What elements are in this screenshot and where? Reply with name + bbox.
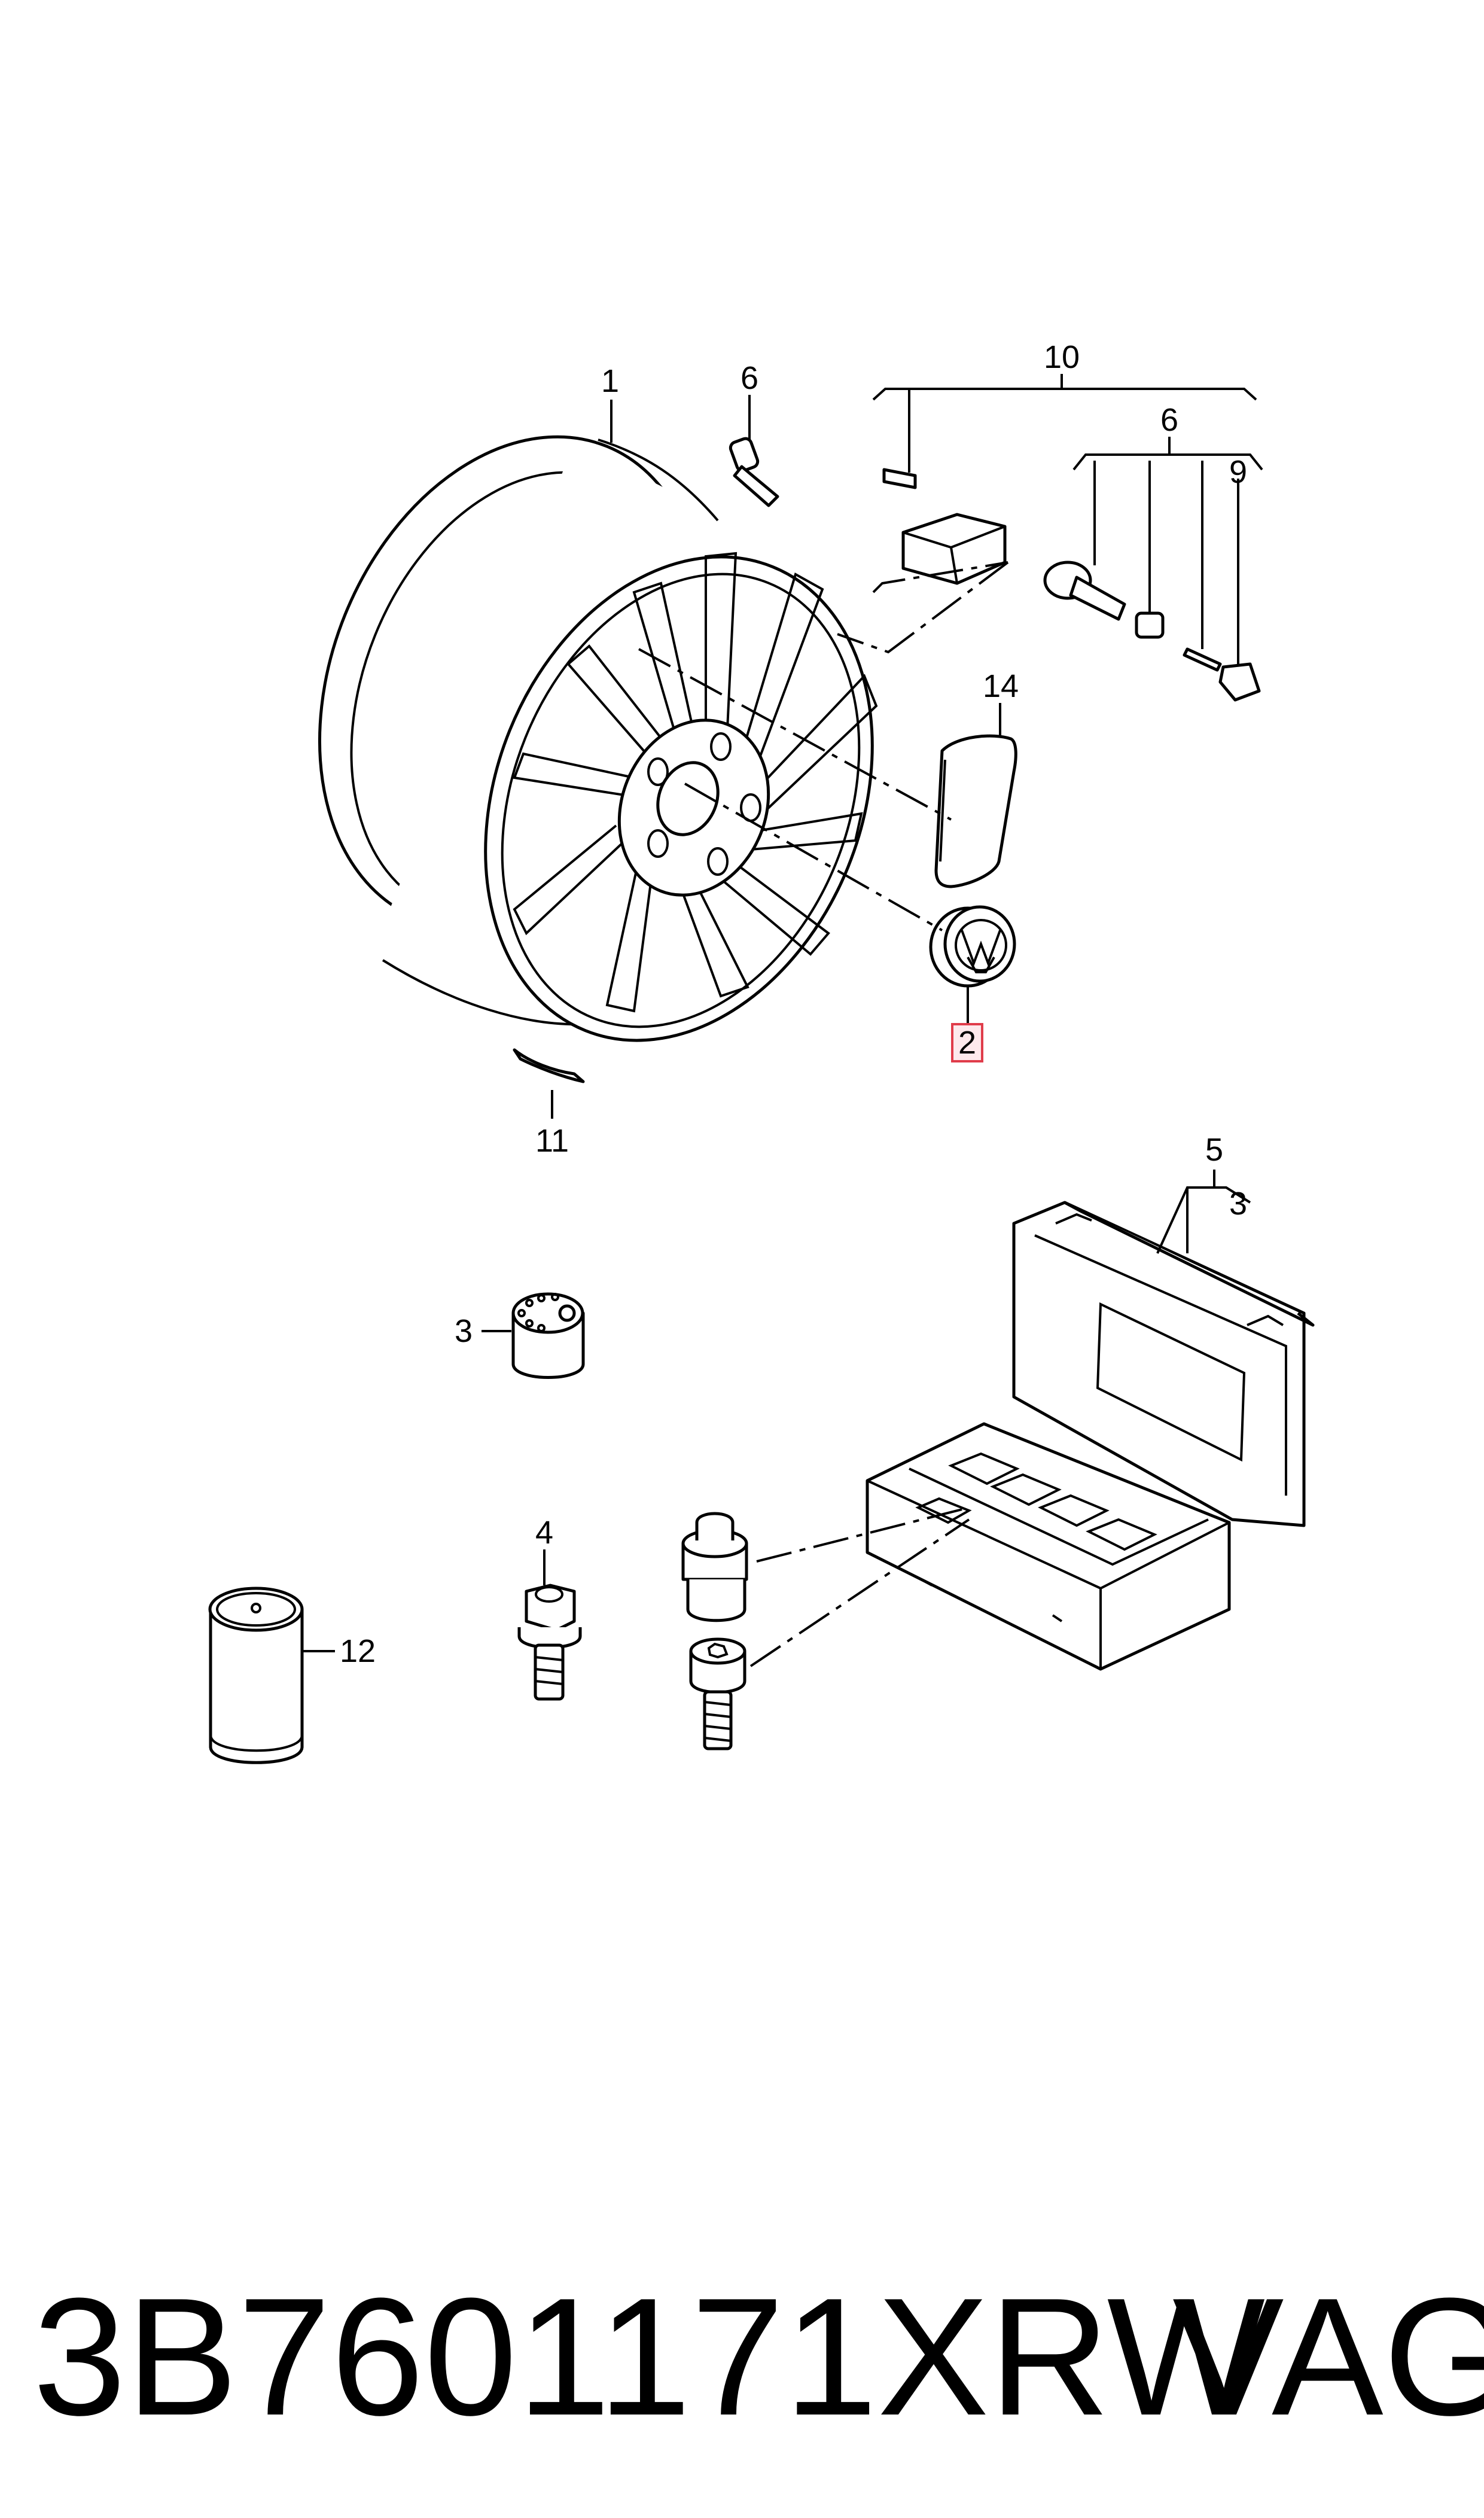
lock-nut-key-drawing bbox=[681, 1512, 748, 1622]
brand-name: VAG bbox=[1172, 2264, 1484, 2450]
sealant-can-drawing bbox=[208, 1587, 304, 1764]
callout-10: 10 bbox=[1044, 339, 1080, 375]
trim-plate-drawing bbox=[934, 734, 1017, 888]
callout-9: 9 bbox=[1229, 454, 1248, 490]
leader-lines bbox=[302, 374, 1263, 1652]
callout-6-valve-stem: 6 bbox=[741, 360, 759, 396]
lock-bolt-drawing bbox=[689, 1637, 746, 1750]
callout-11: 11 bbox=[535, 1123, 569, 1159]
callout-2-highlighted[interactable]: 2 bbox=[951, 1023, 984, 1062]
callout-14: 14 bbox=[983, 668, 1019, 704]
callout-4: 4 bbox=[535, 1515, 554, 1551]
balance-weight-drawing bbox=[513, 1048, 585, 1083]
callout-1: 1 bbox=[601, 363, 620, 399]
socket-adapter-drawing bbox=[511, 1292, 585, 1379]
tpms-sensor-drawing bbox=[882, 468, 1261, 702]
assembly-dash-lines bbox=[638, 561, 1009, 1667]
callout-12: 12 bbox=[340, 1633, 376, 1669]
callout-5: 5 bbox=[1205, 1132, 1224, 1168]
callout-3-case: 3 bbox=[1229, 1186, 1248, 1222]
callout-6-valve-kit: 6 bbox=[1160, 402, 1179, 438]
part-number: 3B7601171XRW bbox=[33, 2264, 1265, 2450]
callout-3-adapter: 3 bbox=[455, 1313, 473, 1349]
alloy-wheel-drawing bbox=[318, 435, 878, 1042]
wheel-lock-bolt-drawing bbox=[517, 1584, 582, 1701]
valve-stem-drawing bbox=[729, 437, 779, 507]
hub-cap-drawing bbox=[929, 905, 1016, 988]
tool-case-drawing bbox=[866, 1201, 1315, 1671]
